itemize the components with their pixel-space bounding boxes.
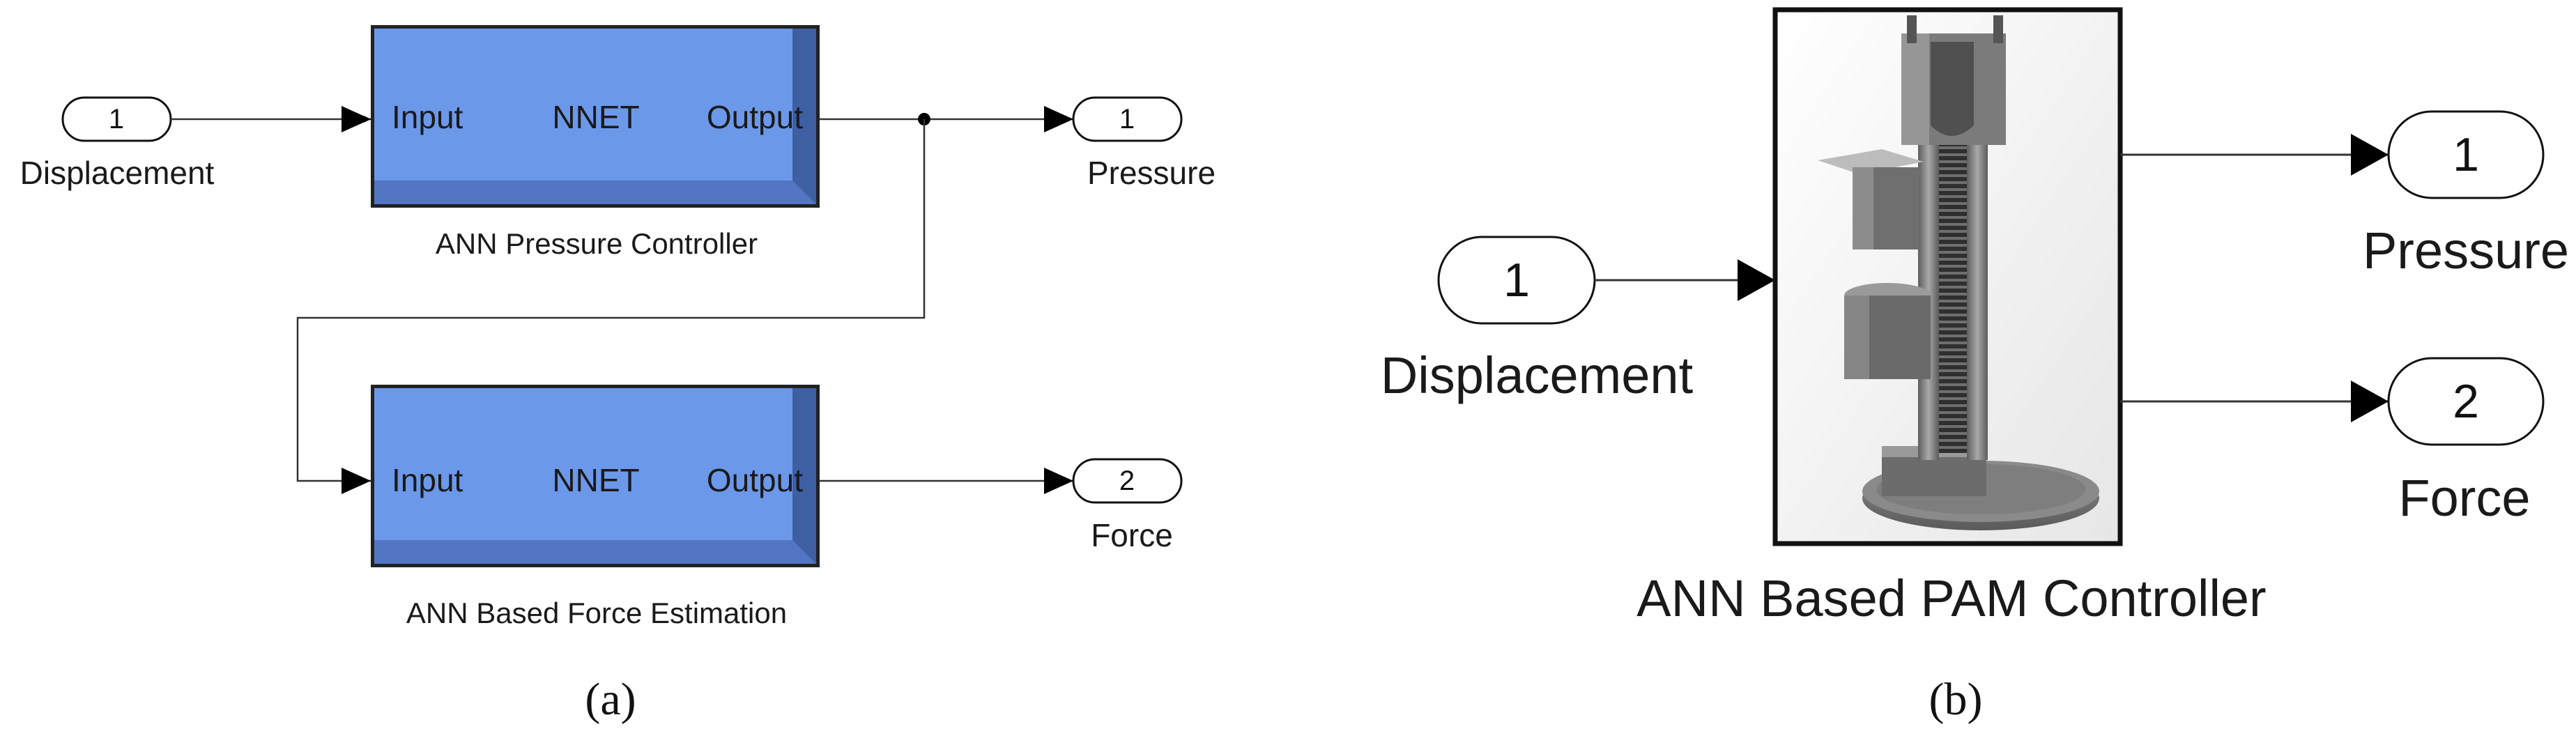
arrowhead	[2351, 134, 2389, 176]
inport-label: Displacement	[20, 155, 215, 191]
block-face	[374, 29, 792, 181]
arrowhead	[2351, 381, 2389, 422]
block-input-port-label: Input	[392, 99, 463, 135]
ann-pressure-controller-block[interactable]: Input NNET Output	[371, 25, 820, 208]
outport-number: 2	[1119, 466, 1135, 496]
arrowhead	[1044, 106, 1073, 132]
inport-number: 1	[109, 104, 124, 135]
block-output-port-label: Output	[707, 462, 803, 498]
inport-displacement[interactable]: 1	[1437, 236, 1596, 325]
outport-number: 2	[2453, 375, 2479, 428]
outport-pressure[interactable]: 1	[1072, 96, 1183, 142]
arrowhead	[1738, 259, 1775, 301]
ann-based-pam-controller-block[interactable]	[1772, 7, 2123, 546]
outport-oval	[1072, 458, 1183, 504]
block-type-label: NNET	[552, 462, 639, 498]
ann-force-estimation-block[interactable]: Input NNET Output	[371, 385, 820, 567]
outport-force[interactable]: 2	[1072, 458, 1183, 504]
outport-label: Force	[2398, 469, 2530, 527]
outport-oval	[2387, 357, 2545, 446]
panel-a: 1 Displacement Input NNET Output ANN Pre…	[20, 25, 1216, 725]
inport-label: Displacement	[1381, 346, 1694, 404]
block-output-port-label: Output	[707, 99, 803, 135]
outport-pressure[interactable]: 1	[2387, 110, 2545, 199]
branch-line	[296, 119, 926, 482]
pam-actuator-icon	[1818, 15, 2099, 530]
outport-force[interactable]: 2	[2387, 357, 2545, 446]
outport-label: Force	[1091, 517, 1173, 553]
arrowhead	[1044, 468, 1073, 494]
panel-caption: (b)	[1929, 674, 1983, 725]
block-input-port-label: Input	[392, 462, 463, 498]
arrowhead	[342, 106, 371, 132]
block-type-label: NNET	[552, 99, 639, 135]
inport-displacement[interactable]: 1	[61, 96, 172, 142]
subsystem-name: ANN Based PAM Controller	[1636, 569, 2266, 627]
outport-number: 1	[2453, 128, 2479, 181]
outport-oval	[1072, 96, 1183, 142]
block-face	[374, 388, 792, 540]
block-name: ANN Based Force Estimation	[406, 597, 787, 629]
arrowhead	[342, 468, 371, 494]
outport-number: 1	[1119, 104, 1135, 135]
panel-caption: (a)	[585, 674, 636, 725]
panel-b: 1 Displacement	[1381, 7, 2569, 725]
outport-oval	[2387, 110, 2545, 199]
inport-number: 1	[1503, 254, 1530, 307]
outport-label: Pressure	[1087, 155, 1216, 191]
outport-label: Pressure	[2363, 222, 2569, 279]
block-name: ANN Pressure Controller	[436, 227, 758, 260]
